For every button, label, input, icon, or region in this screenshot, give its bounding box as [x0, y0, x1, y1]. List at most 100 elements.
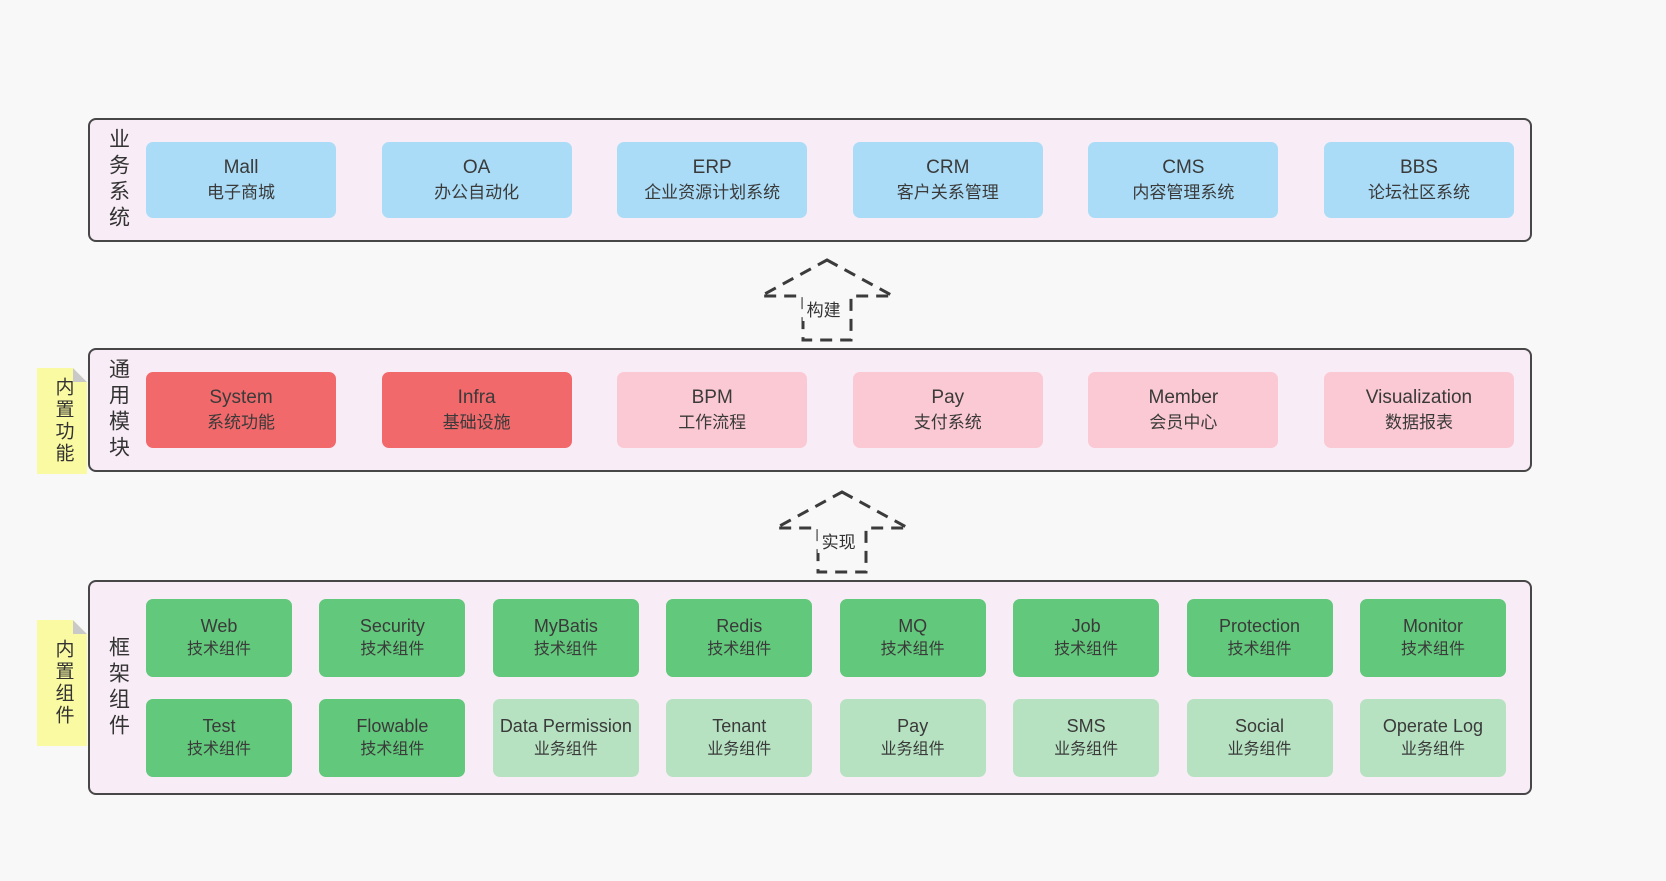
box-en-label: BBS: [1399, 157, 1438, 178]
box-job: Job 技术组件: [1013, 598, 1160, 677]
box-zh-label: 技术组件: [880, 640, 945, 658]
box-en-label: Redis: [716, 615, 763, 636]
sticky-note-built-in-components: 内置组件: [37, 620, 87, 746]
box-en-label: Pay: [931, 387, 965, 408]
box-zh-label: 数据报表: [1384, 413, 1453, 432]
box-web: Web 技术组件: [146, 598, 292, 677]
layer-label-text: 通用模块: [106, 358, 130, 462]
layer-common-modules: 通用模块 System 系统功能 Infra 基础设施 BPM 工作流程 Pay…: [88, 348, 1532, 472]
layer-framework-components: 框架组件 Web 技术组件 Security 技术组件 MyBatis 技术组件…: [88, 580, 1532, 795]
box-zh-label: 业务组件: [1054, 740, 1119, 758]
box-sms: SMS 业务组件: [1013, 698, 1160, 777]
box-en-label: OA: [462, 157, 491, 178]
components-row-1: Web 技术组件 Security 技术组件 MyBatis 技术组件 Redi…: [146, 598, 1506, 677]
box-en-label: CMS: [1162, 157, 1205, 178]
box-zh-label: 技术组件: [1054, 640, 1119, 658]
box-en-label: Test: [202, 715, 236, 736]
box-en-label: BPM: [691, 387, 733, 408]
layer-business-systems: 业务系统 Mall 电子商城 OA 办公自动化 ERP 企业资源计划系统 CRM…: [88, 118, 1532, 242]
box-zh-label: 技术组件: [360, 640, 425, 658]
sticky-note-label: 内置组件: [52, 639, 74, 727]
box-erp: ERP 企业资源计划系统: [617, 142, 808, 218]
sticky-note-label: 内置功能: [52, 377, 74, 465]
box-bpm: BPM 工作流程: [617, 372, 808, 448]
box-crm: CRM 客户关系管理: [852, 142, 1043, 218]
box-en-label: CRM: [926, 157, 970, 178]
arrow-up-icon: [760, 258, 894, 342]
box-zh-label: 企业资源计划系统: [644, 183, 781, 202]
box-en-label: Job: [1071, 615, 1101, 636]
box-zh-label: 支付系统: [913, 413, 982, 432]
box-en-label: ERP: [692, 157, 732, 178]
folded-corner-icon: [73, 368, 87, 382]
box-data-permission: Data Permission 业务组件: [492, 698, 639, 777]
box-en-label: SMS: [1066, 715, 1106, 736]
components-grid: Web 技术组件 Security 技术组件 MyBatis 技术组件 Redi…: [146, 582, 1530, 793]
box-mq: MQ 技术组件: [839, 598, 986, 677]
box-zh-label: 论坛社区系统: [1367, 183, 1470, 202]
box-visualization: Visualization 数据报表: [1323, 372, 1514, 448]
box-en-label: Social: [1235, 715, 1285, 736]
box-mall: Mall 电子商城: [146, 142, 336, 218]
box-flowable: Flowable 技术组件: [319, 698, 466, 777]
box-pay-component: Pay 业务组件: [839, 698, 986, 777]
box-en-label: Monitor: [1402, 615, 1463, 636]
box-bbs: BBS 论坛社区系统: [1323, 142, 1514, 218]
box-en-label: Security: [359, 615, 425, 636]
sticky-note-built-in-features: 内置功能: [37, 368, 87, 474]
box-zh-label: 技术组件: [186, 740, 251, 758]
box-cms: CMS 内容管理系统: [1088, 142, 1279, 218]
box-en-label: Member: [1148, 387, 1219, 408]
box-zh-label: 电子商城: [207, 183, 275, 202]
box-zh-label: 业务组件: [1227, 740, 1292, 758]
box-zh-label: 基础设施: [442, 413, 511, 432]
box-en-label: Flowable: [356, 715, 429, 736]
box-en-label: System: [209, 387, 273, 408]
layer-label-text: 框架组件: [106, 635, 130, 740]
box-zh-label: 办公自动化: [434, 183, 520, 202]
box-zh-label: 业务组件: [1400, 740, 1465, 758]
business-boxes-row: Mall 电子商城 OA 办公自动化 ERP 企业资源计划系统 CRM 客户关系…: [146, 120, 1530, 240]
box-zh-label: 技术组件: [707, 640, 772, 658]
box-oa: OA 办公自动化: [381, 142, 572, 218]
layer-label: 通用模块: [90, 350, 146, 470]
box-zh-label: 技术组件: [360, 740, 425, 758]
arrow-implement-label: 实现: [817, 528, 860, 553]
box-zh-label: 业务组件: [533, 740, 598, 758]
box-zh-label: 技术组件: [186, 640, 251, 658]
box-zh-label: 技术组件: [1227, 640, 1292, 658]
box-zh-label: 技术组件: [533, 640, 598, 658]
box-en-label: Visualization: [1365, 387, 1473, 408]
box-en-label: Operate Log: [1382, 715, 1483, 736]
arrow-build: 构建: [757, 256, 897, 344]
box-operate-log: Operate Log 业务组件: [1359, 698, 1506, 777]
box-en-label: Tenant: [712, 715, 767, 736]
box-redis: Redis 技术组件: [666, 598, 813, 677]
box-zh-label: 系统功能: [207, 413, 275, 432]
box-en-label: Infra: [457, 387, 496, 408]
box-social: Social 业务组件: [1186, 698, 1333, 777]
box-zh-label: 内容管理系统: [1132, 183, 1235, 202]
components-row-2: Test 技术组件 Flowable 技术组件 Data Permission …: [146, 698, 1506, 777]
box-zh-label: 客户关系管理: [896, 183, 999, 202]
box-security: Security 技术组件: [319, 598, 466, 677]
arrow-implement: 实现: [772, 488, 912, 576]
box-zh-label: 业务组件: [880, 740, 945, 758]
box-en-label: Pay: [897, 715, 929, 736]
box-member: Member 会员中心: [1088, 372, 1279, 448]
box-pay: Pay 支付系统: [852, 372, 1043, 448]
box-infra: Infra 基础设施: [381, 372, 572, 448]
box-tenant: Tenant 业务组件: [666, 698, 813, 777]
folded-corner-icon: [73, 620, 87, 634]
box-en-label: MyBatis: [533, 615, 598, 636]
arrow-up-icon: [775, 490, 909, 574]
arrow-build-label: 构建: [802, 296, 845, 321]
box-zh-label: 业务组件: [707, 740, 772, 758]
box-en-label: Mall: [223, 157, 259, 178]
box-en-label: MQ: [898, 615, 928, 636]
box-mybatis: MyBatis 技术组件: [492, 598, 639, 677]
box-system: System 系统功能: [146, 372, 336, 448]
box-zh-label: 工作流程: [678, 413, 747, 432]
box-zh-label: 会员中心: [1149, 413, 1218, 432]
